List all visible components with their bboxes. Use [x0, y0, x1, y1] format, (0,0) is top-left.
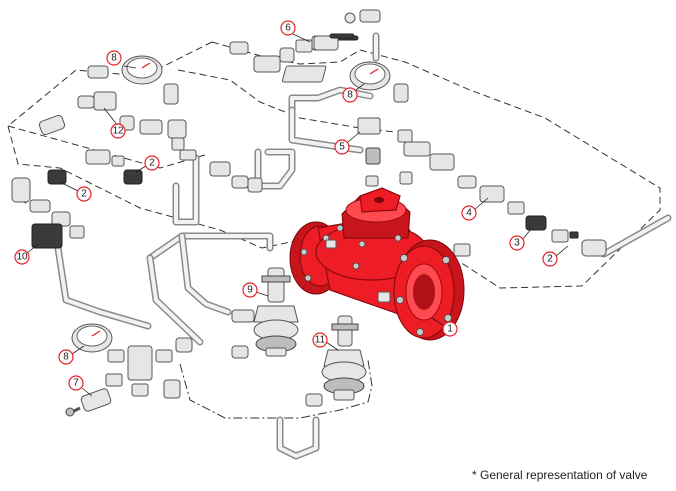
svg-text:6: 6: [285, 23, 291, 34]
needle-valve: [65, 388, 112, 417]
svg-text:1: 1: [447, 324, 453, 335]
right-fittings: [403, 141, 607, 257]
svg-text:7: 7: [73, 378, 79, 389]
callout-3: 3: [509, 235, 525, 251]
callout-8-top-left: 8: [106, 50, 122, 66]
callout-6: 6: [280, 20, 296, 36]
pressure-gauge-bottom-left: [71, 323, 113, 353]
item-5-block: [357, 117, 381, 135]
ball-valve: [313, 33, 355, 51]
svg-text:8: 8: [347, 90, 353, 101]
svg-text:3: 3: [514, 238, 520, 249]
svg-text:10: 10: [16, 252, 28, 263]
callout-2-right: 2: [542, 251, 558, 267]
svg-text:12: 12: [112, 126, 124, 137]
callout-8-bottom-left: 8: [58, 349, 74, 365]
svg-text:8: 8: [63, 352, 69, 363]
callout-5: 5: [334, 139, 350, 155]
main-valve-body: [289, 187, 465, 341]
callout-1: 1: [442, 321, 458, 337]
general-representation-note: * General representation of valve: [472, 468, 648, 482]
pressure-gauge-top-right: [349, 61, 391, 91]
callout-10: 10: [14, 249, 30, 265]
pilot-11: [321, 315, 367, 401]
callout-2-left: 2: [76, 186, 92, 202]
svg-text:2: 2: [149, 158, 155, 169]
svg-text:9: 9: [247, 285, 253, 296]
callout-12: 12: [110, 123, 126, 139]
svg-text:2: 2: [81, 189, 87, 200]
pilot-9: [253, 267, 299, 357]
leader-lines: [25, 33, 569, 397]
callout-7: 7: [68, 375, 84, 391]
tubing: [54, 32, 672, 460]
svg-text:11: 11: [315, 335, 326, 346]
callout-2-middle: 2: [144, 155, 160, 171]
svg-text:4: 4: [466, 208, 472, 219]
callout-11: 11: [312, 332, 328, 348]
callout-9: 9: [242, 282, 258, 298]
lower-left-fittings: [11, 169, 323, 407]
callout-8-top-right: 8: [342, 87, 358, 103]
svg-text:2: 2: [547, 254, 553, 265]
svg-text:8: 8: [111, 53, 117, 64]
upper-left-fittings: [38, 65, 263, 193]
callout-4: 4: [461, 205, 477, 221]
svg-text:5: 5: [339, 142, 345, 153]
pressure-gauge-top-left: [121, 55, 163, 85]
